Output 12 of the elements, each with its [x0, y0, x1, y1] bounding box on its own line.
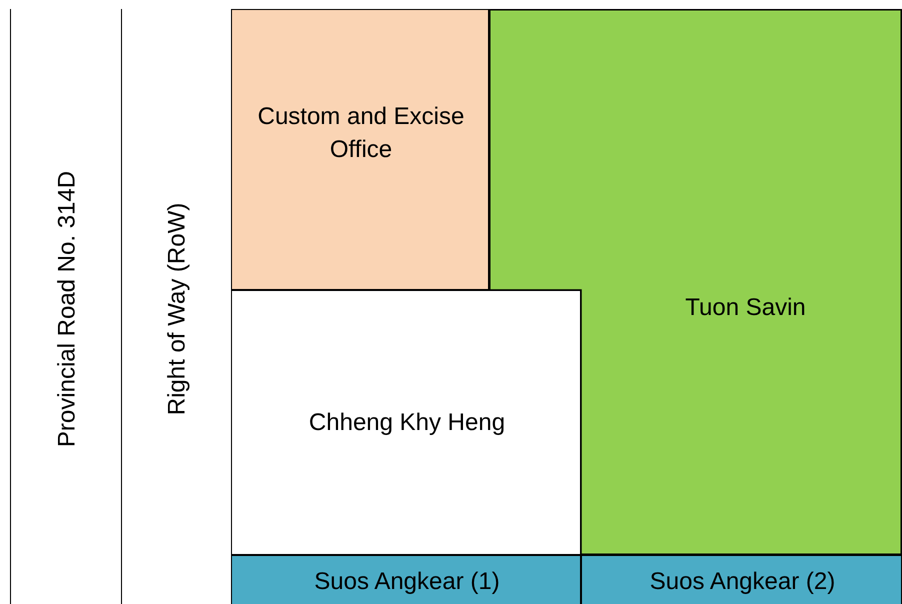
land-plot [581, 555, 902, 604]
road-label: Provincial Road No. 314D [52, 170, 82, 448]
land-plot [231, 555, 581, 604]
road-band [10, 9, 122, 604]
plot-owner-label: Suos Angkear (1) [313, 567, 501, 597]
land-plot [231, 9, 489, 290]
plot-owner-label: Tuon Savin [684, 293, 807, 323]
plot-owner-label: Custom and Excise Office [256, 102, 466, 165]
plot-owner-label: Chheng Khy Heng [308, 408, 506, 438]
plot-owner-label: Suos Angkear (2) [648, 567, 836, 597]
road-label: Right of Way (RoW) [162, 202, 191, 416]
land-plot [231, 290, 581, 555]
